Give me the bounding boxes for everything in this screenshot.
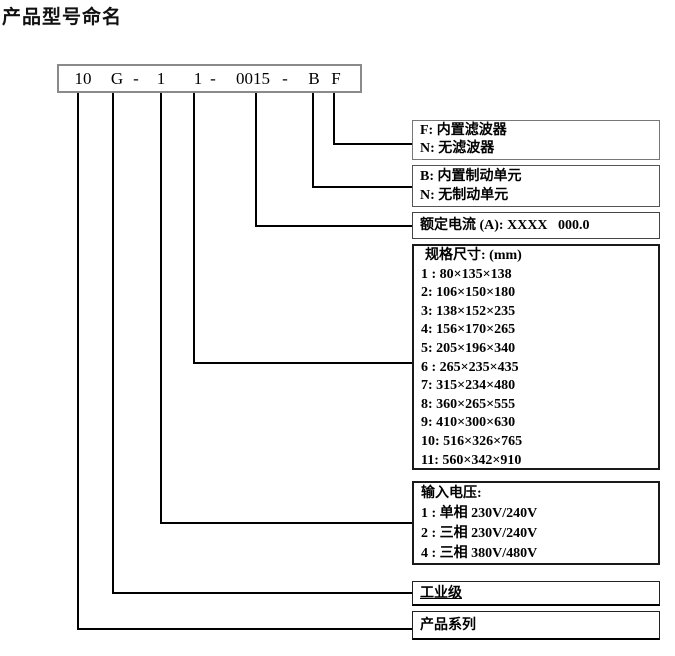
legend-line: 额定电流 (A): XXXX 000.0 — [420, 218, 590, 233]
connector-line-filter — [333, 93, 414, 145]
legend-line: 10: 516×326×765 — [421, 433, 523, 449]
code-segment-brake: B — [308, 68, 320, 88]
model-code-box: 10 G - 1 1 - 0015 - B F — [57, 64, 362, 93]
code-segment-series: 10 — [74, 68, 92, 88]
legend-line: 规格尺寸: (mm) — [425, 248, 522, 263]
legend-line: 8: 360×265×555 — [421, 396, 516, 412]
legend-line: 6 : 265×235×435 — [421, 359, 519, 375]
legend-line: 7: 315×234×480 — [421, 378, 516, 394]
industrial-grade-box: 工业级 — [412, 581, 660, 606]
legend-line: 工业级 — [420, 586, 462, 601]
code-segment-filter: F — [331, 68, 341, 88]
code-segment-dash-1: - — [133, 68, 139, 88]
legend-line: N: 无滤波器 — [420, 141, 495, 156]
code-segment-current: 0015 — [236, 68, 270, 88]
filter-legend-box: F: 内置滤波器 N: 无滤波器 — [412, 120, 660, 160]
legend-line: F: 内置滤波器 — [420, 123, 507, 138]
input-voltage-box: 输入电压: 1 : 单相 230V/240V 2 : 三相 230V/240V … — [412, 481, 660, 565]
legend-line: 4 : 三相 380V/480V — [421, 546, 538, 561]
code-segment-voltage: 1 — [156, 68, 166, 88]
legend-line: 2: 106×150×180 — [421, 285, 516, 301]
legend-line: 5: 205×196×340 — [421, 340, 516, 356]
legend-line: 1 : 单相 230V/240V — [421, 506, 538, 521]
connector-line-series — [77, 93, 414, 630]
product-series-box: 产品系列 — [412, 611, 660, 640]
legend-line: 2 : 三相 230V/240V — [421, 526, 538, 541]
code-segment-frame: 1 — [193, 68, 203, 88]
legend-line: 3: 138×152×235 — [421, 303, 516, 319]
legend-line: 输入电压: — [421, 486, 482, 501]
code-segment-grade: G — [110, 68, 124, 88]
legend-line: 11: 560×342×910 — [421, 452, 522, 468]
connector-line-frame-size — [193, 93, 414, 364]
connector-line-rated-current — [255, 93, 414, 227]
rated-current-box: 额定电流 (A): XXXX 000.0 — [412, 212, 660, 239]
connector-line-industrial — [112, 93, 414, 594]
legend-line: N: 无制动单元 — [420, 188, 509, 203]
code-segment-dash-3: - — [282, 68, 288, 88]
connector-line-input-voltage — [160, 93, 414, 524]
legend-line: 1 : 80×135×138 — [421, 266, 512, 282]
legend-line: B: 内置制动单元 — [420, 169, 522, 184]
page-title: 产品型号命名 — [2, 7, 123, 28]
legend-line: 产品系列 — [420, 618, 476, 633]
code-segment-dash-2: - — [210, 68, 216, 88]
legend-line: 9: 410×300×630 — [421, 415, 516, 431]
connector-line-brake — [312, 93, 414, 188]
brake-legend-box: B: 内置制动单元 N: 无制动单元 — [412, 165, 660, 207]
legend-line: 4: 156×170×265 — [421, 322, 516, 338]
frame-size-box: 规格尺寸: (mm) 1 : 80×135×138 2: 106×150×180… — [412, 244, 660, 470]
